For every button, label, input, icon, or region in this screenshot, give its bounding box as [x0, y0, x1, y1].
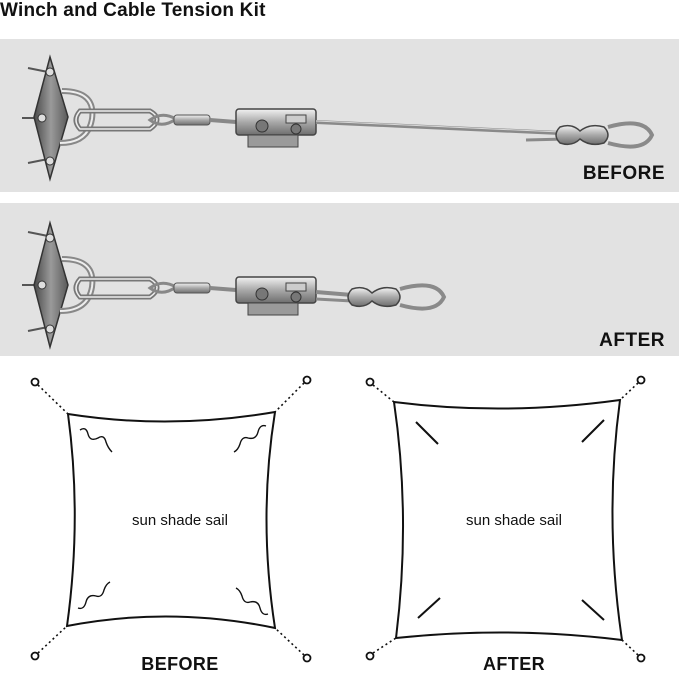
sail-outline-icon — [392, 398, 624, 642]
cable-ferrule-icon — [555, 121, 655, 149]
sail-before-caption: BEFORE — [141, 654, 219, 674]
after-panel-label: AFTER — [599, 330, 665, 351]
before-hardware-panel: BEFORE — [0, 39, 679, 192]
anchor-point-icon — [30, 651, 40, 661]
sail-after-diagram: sun shade sail AFTER — [364, 368, 664, 674]
sail-before-text: sun shade sail — [132, 512, 228, 529]
anchor-point-icon — [30, 377, 40, 387]
anchor-point-icon — [636, 375, 646, 385]
winch-icon — [235, 276, 317, 316]
sail-before-diagram: sun shade sail BEFORE — [30, 368, 330, 674]
before-panel-label: BEFORE — [582, 163, 665, 184]
after-hardware-panel: AFTER — [0, 203, 679, 356]
sail-before-drawing — [30, 375, 312, 663]
sail-outline-icon — [65, 410, 277, 630]
sail-after-drawing — [365, 375, 646, 663]
sail-after-caption: AFTER — [483, 654, 545, 674]
winch-assembly-after-illustration — [22, 220, 447, 350]
snap-hook-icon — [73, 276, 160, 300]
winch-icon — [235, 108, 317, 148]
anchor-point-icon — [365, 651, 375, 661]
pad-eye-plate-icon — [33, 220, 69, 350]
snap-hook-icon — [73, 108, 160, 132]
winch-assembly-before-illustration — [22, 54, 655, 182]
anchor-point-icon — [302, 375, 312, 385]
anchor-point-icon — [365, 377, 375, 387]
pad-eye-plate-icon — [33, 54, 69, 182]
anchor-point-icon — [636, 653, 646, 663]
sail-after-text: sun shade sail — [466, 512, 562, 529]
cable-ferrule-icon — [347, 283, 447, 311]
page-title: Winch and Cable Tension Kit — [0, 0, 266, 21]
anchor-point-icon — [302, 653, 312, 663]
